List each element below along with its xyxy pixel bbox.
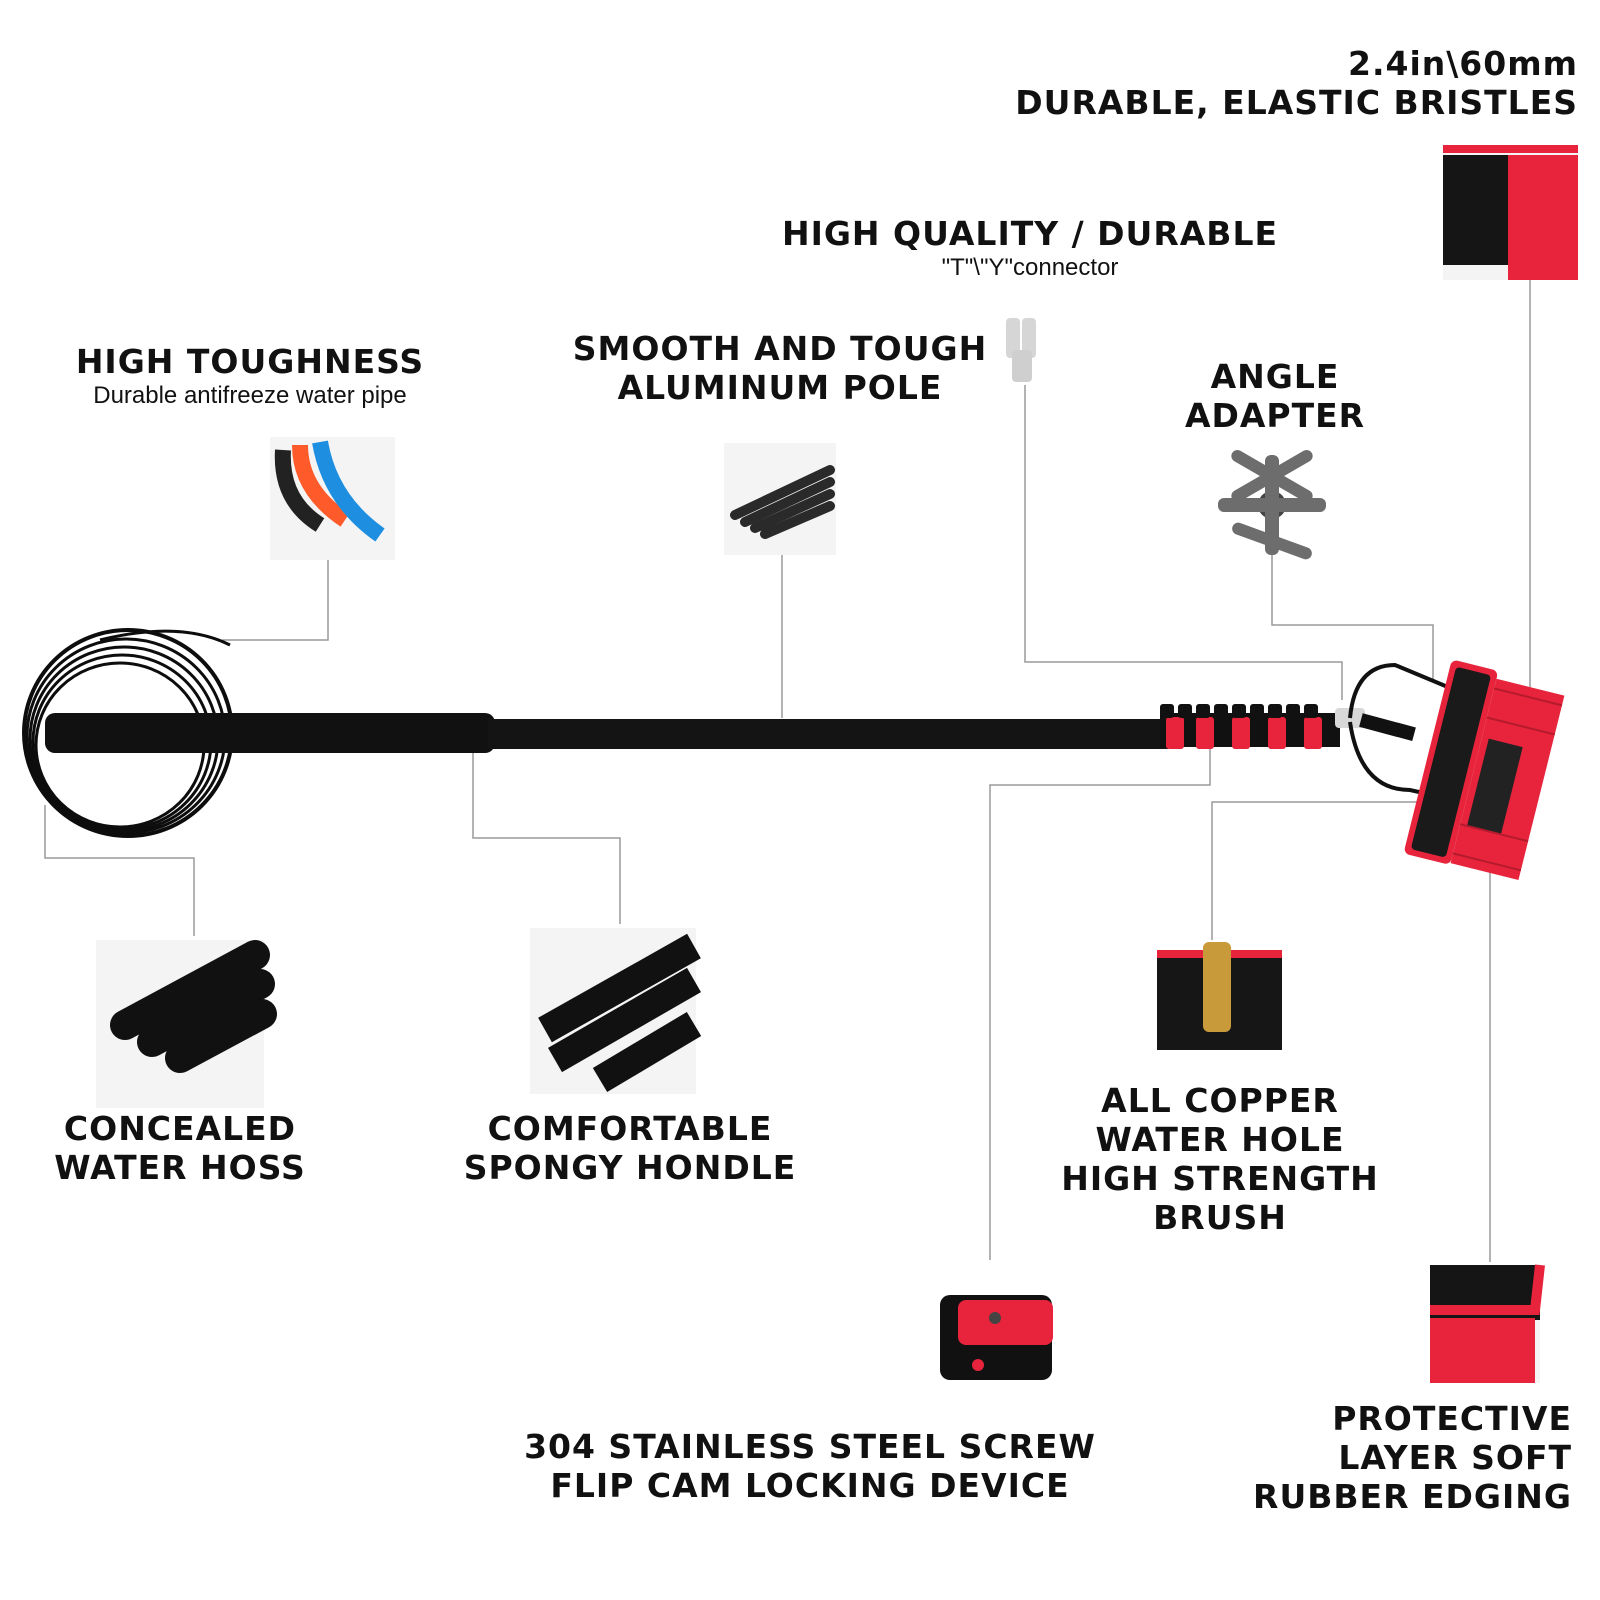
lock-title-line-1: 304 STAINLESS STEEL SCREW	[524, 1427, 1096, 1466]
bristles-icon	[1443, 145, 1578, 280]
hose-title-line-2: WATER HOSS	[54, 1147, 306, 1187]
lock-callout: 304 STAINLESS STEEL SCREW FLIP CAM LOCKI…	[480, 1427, 1140, 1506]
edge-title-line-3: RUBBER EDGING	[1253, 1476, 1572, 1516]
t-y-connector-icon	[1006, 318, 1036, 382]
edge-callout: PROTECTIVE LAYER SOFT RUBBER EDGING	[1253, 1399, 1572, 1517]
copper-water-hole-icon	[1157, 942, 1282, 1050]
handle-callout: COMFORTABLE SPONGY HONDLE	[430, 1109, 830, 1188]
lock-title-line-2: FLIP CAM LOCKING DEVICE	[550, 1465, 1070, 1505]
copper-title-line-4: BRUSH	[1153, 1197, 1287, 1237]
copper-title-line-3: HIGH STRENGTH	[1061, 1158, 1379, 1198]
pipe-subtitle: Durable antifreeze water pipe	[93, 381, 407, 409]
pipe-title: HIGH TOUGHNESS	[75, 342, 425, 381]
handle-title-line-1: COMFORTABLE	[487, 1109, 773, 1148]
adapter-callout: ANGLE ADAPTER	[1150, 357, 1400, 436]
flip-cam-lock-icon	[940, 1295, 1053, 1380]
pole-title-line-1: SMOOTH AND TOUGH	[572, 329, 988, 368]
pole-title-line-2: ALUMINUM POLE	[617, 367, 943, 407]
pole	[45, 660, 1565, 880]
aluminum-pole-icon	[724, 443, 836, 555]
adapter-title-line-1: ANGLE	[1210, 357, 1340, 396]
spongy-handle-icon	[530, 928, 702, 1094]
bristles-callout: 2.4in\60mm DURABLE, ELASTIC BRISTLES	[1015, 44, 1578, 123]
hose-title-line-1: CONCEALED	[63, 1109, 297, 1148]
angle-adapter-icon	[1218, 450, 1326, 560]
hose-icon	[96, 940, 277, 1108]
connector-title: HIGH QUALITY / DURABLE	[781, 214, 1279, 253]
hose-callout: CONCEALED WATER HOSS	[30, 1109, 330, 1188]
copper-title-line-2: WATER HOLE	[1095, 1119, 1345, 1159]
water-pipe-icon	[270, 437, 395, 560]
copper-title-line-1: ALL COPPER	[1101, 1081, 1339, 1120]
brush-head	[1404, 660, 1565, 880]
bristles-title: DURABLE, ELASTIC BRISTLES	[1015, 82, 1578, 122]
edge-title-line-2: LAYER SOFT	[1338, 1437, 1572, 1477]
flip-cam-clamps	[1166, 717, 1322, 749]
leader-lines	[44, 280, 1531, 1262]
connector-callout: HIGH QUALITY / DURABLE "T"\"Y"connector	[760, 214, 1300, 282]
edge-title-line-1: PROTECTIVE	[1332, 1399, 1572, 1438]
pole-callout: SMOOTH AND TOUGH ALUMINUM POLE	[560, 329, 1000, 408]
rubber-edging-icon	[1430, 1264, 1545, 1383]
handle-title-line-2: SPONGY HONDLE	[463, 1147, 797, 1187]
adapter-title-line-2: ADAPTER	[1184, 395, 1366, 435]
bristles-size: 2.4in\60mm	[1347, 44, 1578, 83]
copper-callout: ALL COPPER WATER HOLE HIGH STRENGTH BRUS…	[1050, 1081, 1390, 1238]
pipe-callout: HIGH TOUGHNESS Durable antifreeze water …	[50, 342, 450, 410]
connector-subtitle: "T"\"Y"connector	[941, 253, 1119, 281]
